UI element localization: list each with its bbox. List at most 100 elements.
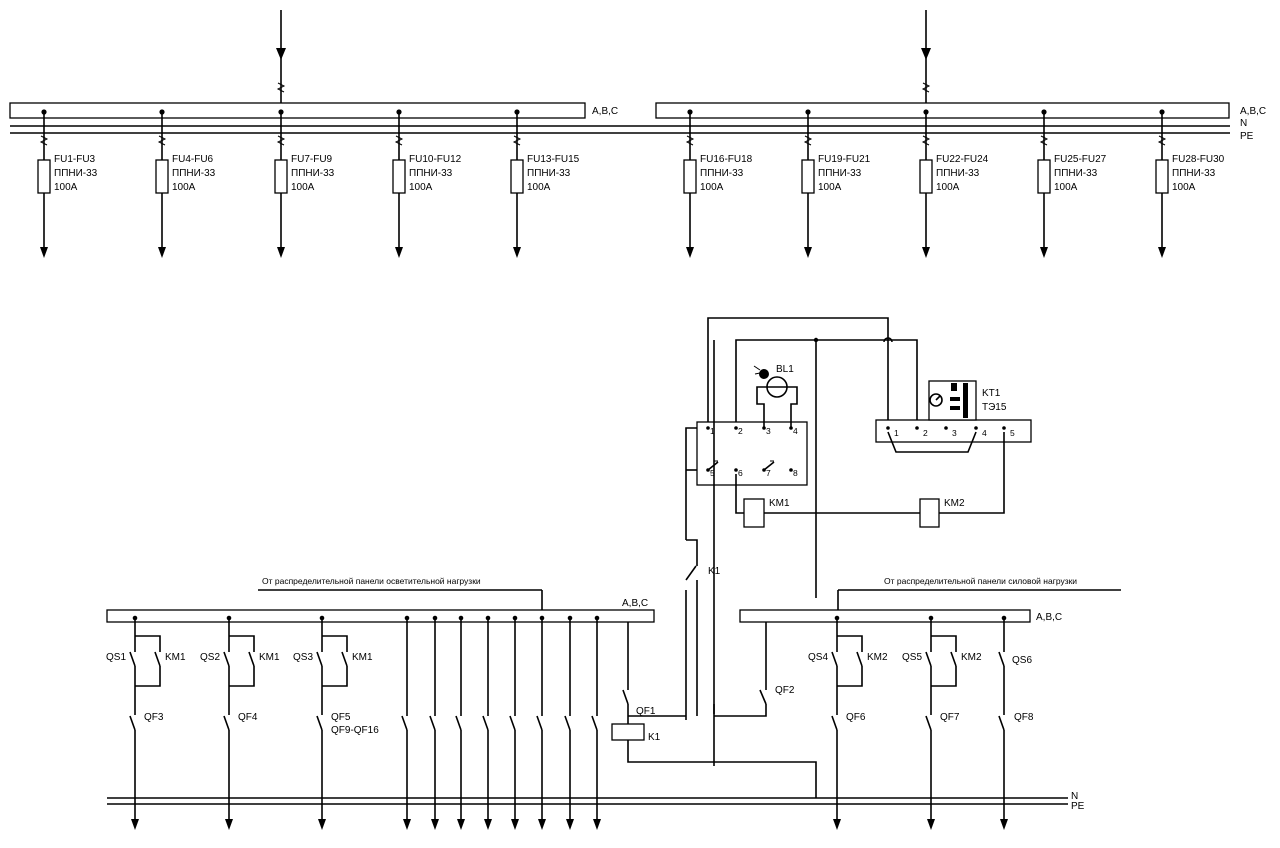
relay-terminal-number: 7 — [766, 468, 771, 478]
relay-terminal — [789, 468, 793, 472]
feeder-arrow — [40, 247, 48, 258]
fuse — [510, 159, 524, 194]
fuse-type: ППНИ-33 — [409, 168, 453, 179]
feeder-arrow — [1040, 247, 1048, 258]
fuse-id: FU10-FU12 — [409, 154, 462, 165]
feeder-arrow — [686, 247, 694, 258]
timer-terminal-number: 4 — [982, 428, 987, 438]
qf-label: QF7 — [940, 712, 960, 723]
feeder-arrow — [395, 247, 403, 258]
fuse-id: FU7-FU9 — [291, 154, 333, 165]
lighting-source-label: От распределительной панели осветительно… — [262, 576, 481, 586]
fuse — [683, 159, 697, 194]
branch-arrow — [538, 819, 546, 830]
fuse-type: ППНИ-33 — [936, 168, 980, 179]
branch-arrow — [403, 819, 411, 830]
lighting-feeder-8 — [591, 615, 601, 830]
power-source-label: От распределительной панели силовой нагр… — [884, 576, 1077, 586]
fuse — [801, 159, 815, 194]
fuse-rating: 100A — [818, 182, 842, 193]
bus-label-right: A,B,C — [1240, 106, 1266, 117]
relay-terminal-number: 8 — [793, 468, 798, 478]
fuse-type: ППНИ-33 — [54, 168, 98, 179]
timer-kt1: KT1 ТЭ15 — [875, 380, 1032, 443]
fuse-id: FU22-FU24 — [936, 154, 989, 165]
fuse-type: ППНИ-33 — [172, 168, 216, 179]
fuse-rating: 100A — [700, 182, 724, 193]
lighting-bus-label: A,B,C — [622, 598, 648, 609]
relay-terminal — [734, 468, 738, 472]
coil-k1 — [611, 723, 645, 741]
km-label: KM2 — [961, 652, 982, 663]
branch-arrow — [318, 819, 326, 830]
fuse — [274, 159, 288, 194]
fuse-rating: 100A — [54, 182, 78, 193]
km-label: KM1 — [259, 652, 280, 663]
branch-arrow — [593, 819, 601, 830]
lighting-busbar — [106, 609, 655, 623]
fuse-rating: 100A — [936, 182, 960, 193]
fuse-id: FU4-FU6 — [172, 154, 214, 165]
timer-terminal — [886, 426, 890, 430]
timer-terminal-number: 2 — [923, 428, 928, 438]
feeder-arrow — [277, 247, 285, 258]
qf-label: QF8 — [1014, 712, 1034, 723]
feeder-arrow — [1158, 247, 1166, 258]
qf-label: QF4 — [238, 712, 258, 723]
coil-km2-label: KM2 — [944, 498, 965, 509]
incoming-feeder-1 — [276, 10, 286, 103]
lighting-feeder-2 — [429, 615, 439, 830]
fuse-type: ППНИ-33 — [291, 168, 335, 179]
qf-label: QF6 — [846, 712, 866, 723]
power-bus-label: A,B,C — [1036, 612, 1062, 623]
timer-terminal — [1002, 426, 1006, 430]
km-label: KM1 — [165, 652, 186, 663]
bottom-pe-label: PE — [1071, 801, 1085, 812]
fuse-id: FU25-FU27 — [1054, 154, 1107, 165]
qs-label: QS1 — [106, 652, 126, 663]
n-label: N — [1240, 118, 1247, 129]
qf-label: QF5 — [331, 712, 351, 723]
qf2-circuit: QF2 — [714, 622, 795, 717]
busbar-right — [655, 102, 1230, 119]
coil-km1-label: KM1 — [769, 498, 790, 509]
relay-terminal-number: 1 — [710, 426, 715, 436]
timer-id: KT1 — [982, 388, 1001, 399]
branch-arrow — [511, 819, 519, 830]
qf-label: QF3 — [144, 712, 164, 723]
lighting-feeder-5 — [509, 615, 519, 830]
qf2-label: QF2 — [775, 685, 795, 696]
fuse-type: ППНИ-33 — [700, 168, 744, 179]
fuse-id: FU16-FU18 — [700, 154, 753, 165]
km-label: KM2 — [867, 652, 888, 663]
lighting-feeder-3 — [455, 615, 465, 830]
qf1-label: QF1 — [636, 706, 656, 717]
branch-arrow — [225, 819, 233, 830]
fuse-type: ППНИ-33 — [1172, 168, 1216, 179]
timer-type: ТЭ15 — [982, 402, 1007, 413]
lighting-feeder-1 — [401, 615, 411, 830]
timer-terminal — [915, 426, 919, 430]
relay-terminal — [762, 426, 766, 430]
fuse-rating: 100A — [1172, 182, 1196, 193]
branch-arrow — [457, 819, 465, 830]
relay-terminal — [706, 426, 710, 430]
lighting-feeder-6 — [536, 615, 546, 830]
branch-arrow — [431, 819, 439, 830]
qs-label: QS5 — [902, 652, 922, 663]
fuse — [155, 159, 169, 194]
qf1-k1-circuit: QF1 K1 — [611, 622, 817, 798]
busbar-left — [9, 102, 586, 119]
